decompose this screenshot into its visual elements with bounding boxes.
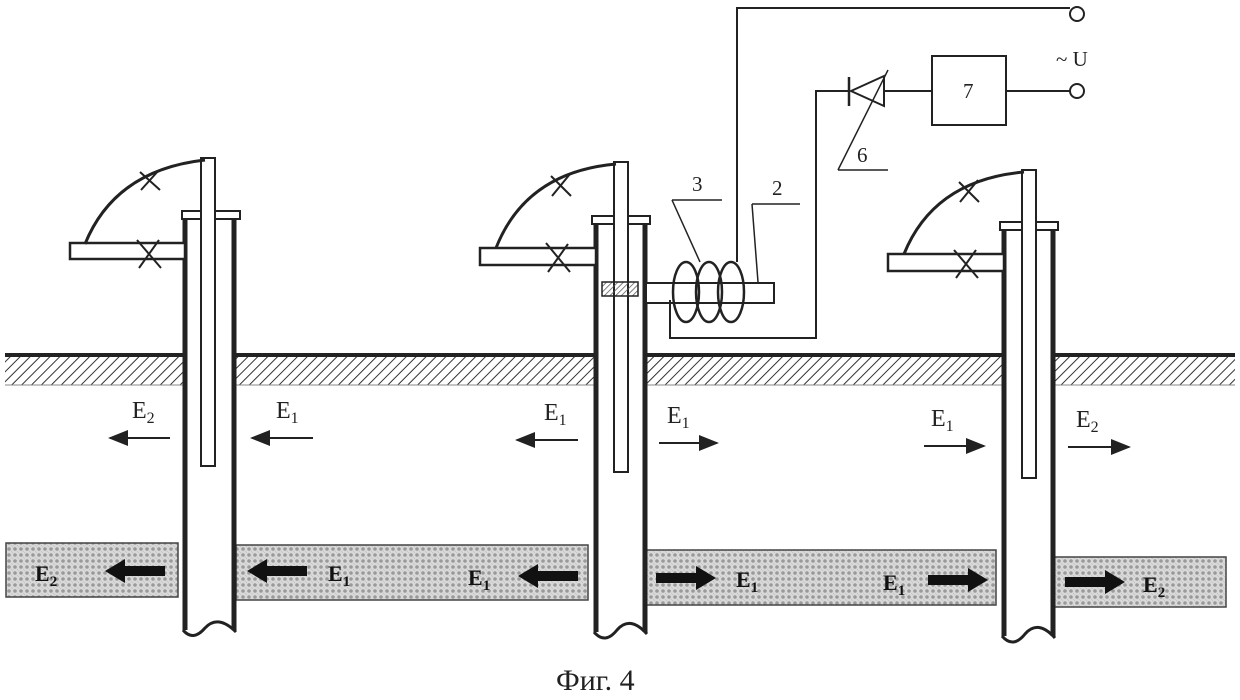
upper-label-4: E1 (667, 403, 690, 432)
core-rod (646, 283, 774, 303)
upper-label-1: E2 (132, 398, 155, 427)
upper-label-2: E1 (276, 398, 299, 427)
label-coil: 3 (692, 172, 703, 196)
label-core: 2 (772, 176, 783, 200)
terminal-top (1070, 7, 1084, 21)
upper-label-6: E2 (1076, 407, 1099, 436)
label-diode: 6 (857, 143, 868, 167)
upper-label-5: E1 (931, 406, 954, 435)
terminal-bottom (1070, 84, 1084, 98)
upper-label-3: E1 (544, 400, 567, 429)
label-supply: ~ U (1056, 47, 1088, 71)
figure-caption: Фиг. 4 (556, 664, 635, 697)
label-block: 7 (963, 79, 974, 103)
